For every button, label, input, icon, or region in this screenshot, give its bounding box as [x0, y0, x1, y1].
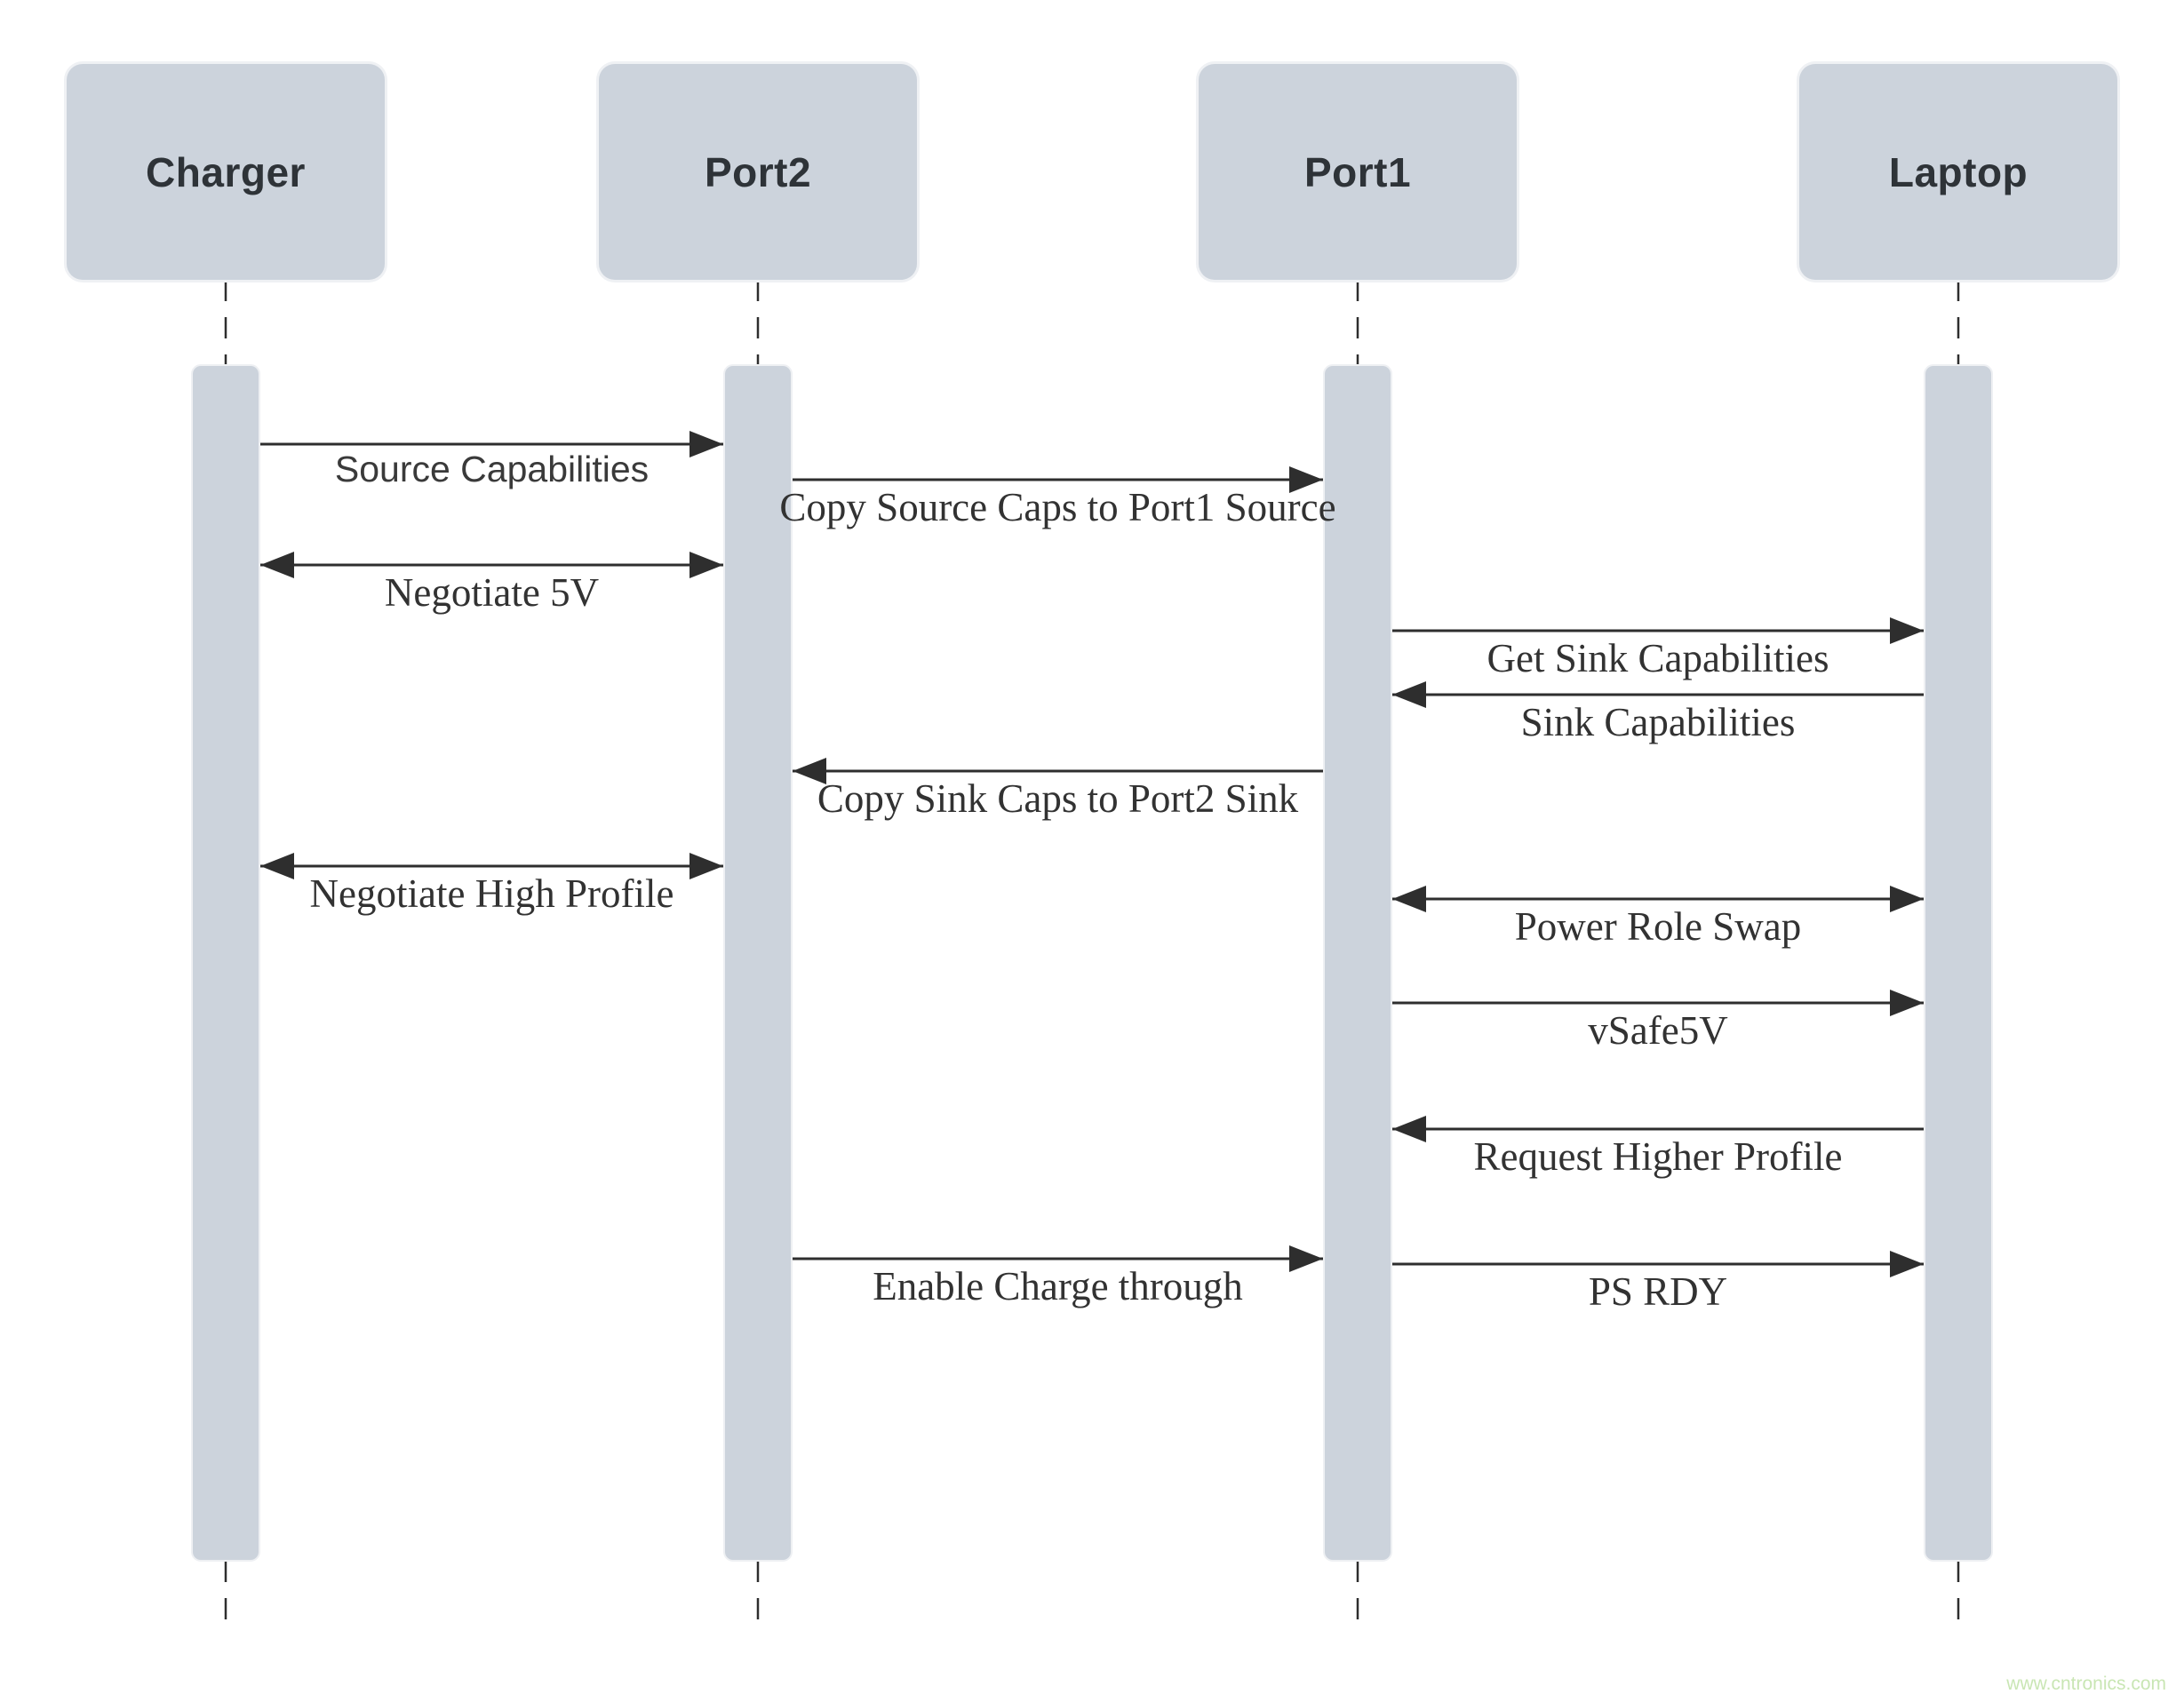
arrowhead-icon: [1392, 886, 1426, 912]
actor-box-charger: Charger: [67, 64, 385, 280]
arrowhead-icon: [1890, 617, 1924, 644]
arrowhead-icon: [1289, 466, 1323, 493]
arrowhead-icon: [793, 758, 826, 784]
actor-box-port1: Port1: [1199, 64, 1517, 280]
arrowhead-icon: [1890, 886, 1924, 912]
message-label-9: vSafe5V: [1588, 1008, 1728, 1053]
actor-label-laptop: Laptop: [1888, 148, 2029, 195]
arrowhead-icon: [1890, 1251, 1924, 1277]
arrowhead-icon: [1392, 681, 1426, 708]
arrowhead-icon: [689, 552, 723, 578]
message-label-5: Sink Capabilities: [1520, 700, 1796, 744]
message-label-4: Get Sink Capabilities: [1487, 636, 1829, 680]
message-label-3: Negotiate 5V: [384, 570, 600, 615]
actor-box-port2: Port2: [599, 64, 917, 280]
message-label-7: Negotiate High Profile: [309, 871, 674, 916]
arrowhead-icon: [1289, 1245, 1323, 1272]
arrowhead-icon: [689, 853, 723, 879]
arrowhead-icon: [689, 431, 723, 457]
message-label-8: Power Role Swap: [1514, 904, 1802, 949]
watermark: www.cntronics.com: [2006, 1674, 2166, 1694]
message-label-11: Enable Charge through: [873, 1264, 1243, 1308]
activation-bar-laptop: [1924, 364, 1993, 1562]
activation-bar-port1: [1323, 364, 1392, 1562]
actor-box-laptop: Laptop: [1799, 64, 2117, 280]
message-label-2: Copy Source Caps to Port1 Source: [779, 485, 1336, 529]
actor-label-port1: Port1: [1303, 148, 1412, 195]
message-label-12: PS RDY: [1588, 1269, 1728, 1314]
activation-bar-charger: [191, 364, 260, 1562]
message-label-6: Copy Sink Caps to Port2 Sink: [817, 776, 1299, 821]
actor-label-charger: Charger: [146, 148, 306, 195]
arrowhead-icon: [260, 552, 294, 578]
arrowhead-icon: [1392, 1116, 1426, 1142]
message-label-10: Request Higher Profile: [1473, 1134, 1843, 1179]
arrowhead-icon: [1890, 990, 1924, 1016]
activation-bar-port2: [723, 364, 793, 1562]
message-label-1: Source Capabilities: [334, 449, 650, 489]
arrowhead-icon: [260, 853, 294, 879]
actor-label-port2: Port2: [704, 148, 812, 195]
